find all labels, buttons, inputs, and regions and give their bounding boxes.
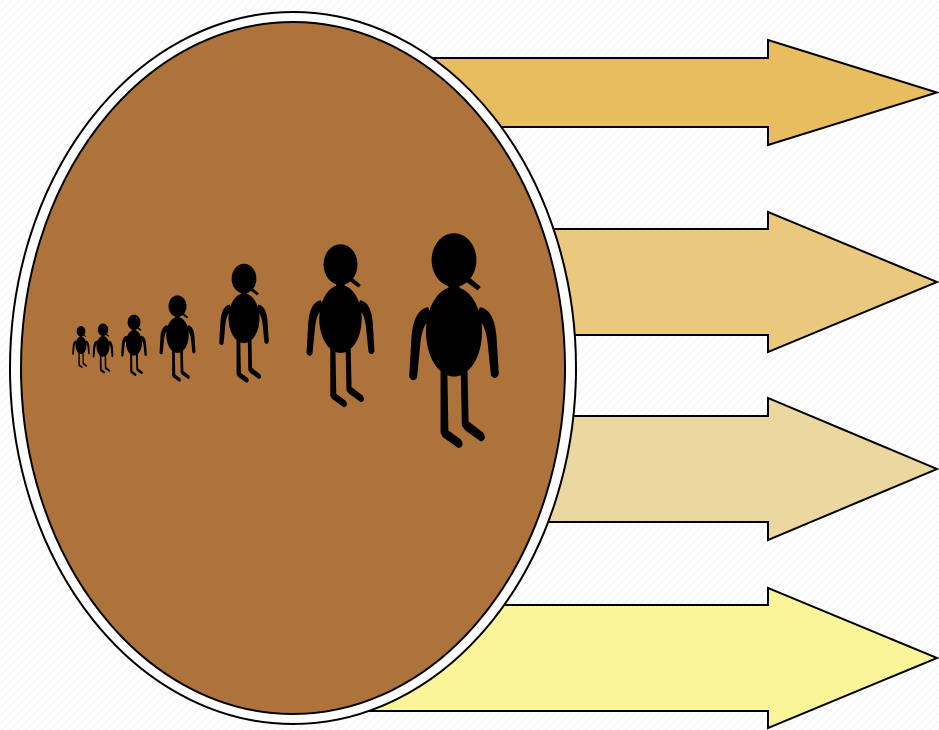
circle-disc <box>21 22 565 714</box>
